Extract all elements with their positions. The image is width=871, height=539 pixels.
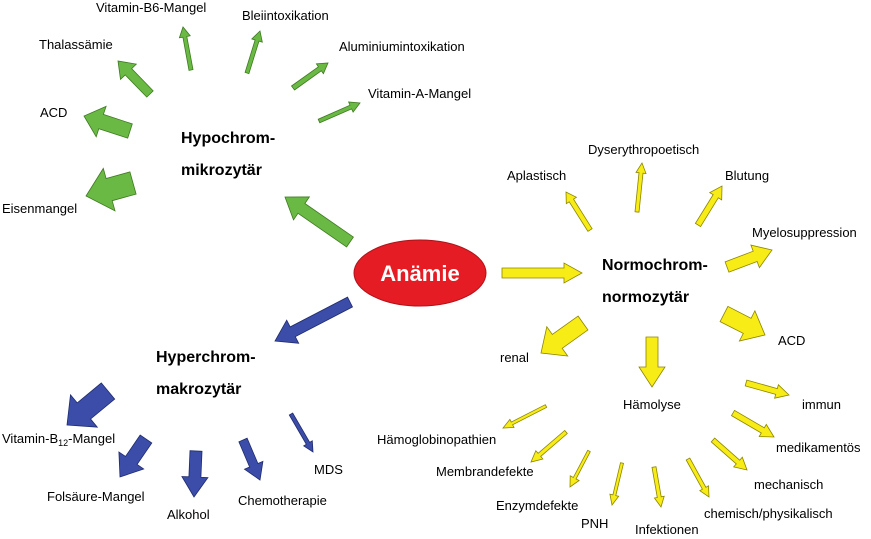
- arrow-acd-normochrom: [719, 305, 766, 342]
- arrow-haemolyse: [638, 336, 666, 388]
- arrow-thalassaemie: [117, 60, 154, 98]
- label-alkohol: Alkohol: [167, 507, 210, 522]
- label-vitamin-b6-mangel: Vitamin-B6-Mangel: [96, 0, 206, 15]
- label-blutung: Blutung: [725, 168, 769, 183]
- arrow-eisenmangel: [85, 167, 137, 212]
- label-folsaeure-mangel: Folsäure-Mangel: [47, 489, 145, 504]
- arrow-aluminiumintoxikation: [290, 62, 329, 91]
- label-immun: immun: [802, 397, 841, 412]
- arrow-renal: [540, 315, 589, 357]
- hypochrom-title-line1: Hypochrom-: [181, 130, 275, 147]
- label-aluminiumintoxikation: Aluminiumintoxikation: [339, 39, 465, 54]
- arrow-aplastisch: [565, 191, 593, 232]
- arrow-layer: [66, 26, 790, 508]
- arrow-mds: [288, 412, 314, 453]
- hyperchrom-title-line2: makrozytär: [156, 381, 241, 398]
- arrow-haemoglobinopathien: [502, 404, 548, 429]
- label-thalassaemie: Thalassämie: [39, 37, 113, 52]
- label-medikamentoes: medikamentös: [776, 440, 861, 455]
- center-ellipse: [353, 239, 487, 307]
- arrow-myelosuppression: [724, 244, 773, 273]
- label-haemolyse: Hämolyse: [623, 397, 681, 412]
- center-label: Anämie: [380, 261, 459, 286]
- label-dyserythropoetisch: Dyserythropoetisch: [588, 142, 699, 157]
- label-vitamin-a-mangel: Vitamin-A-Mangel: [368, 86, 471, 101]
- label-pnh: PNH: [581, 516, 608, 531]
- arrow-blutung: [694, 185, 723, 228]
- hyperchrom-title-line1: Hyperchrom-: [156, 349, 256, 366]
- arrow-folsaeure: [118, 434, 153, 478]
- arrow-pnh: [609, 462, 624, 506]
- label-mds: MDS: [314, 462, 343, 477]
- label-chemotherapie: Chemotherapie: [238, 493, 327, 508]
- arrow-vitamin-a: [317, 101, 361, 124]
- arrow-medikamentoes: [730, 409, 775, 438]
- arrow-vitamin-b6: [178, 26, 194, 71]
- label-bleiintoxikation: Bleiintoxikation: [242, 8, 329, 23]
- label-acd-normochrom: ACD: [778, 333, 805, 348]
- label-vitamin-b12-mangel: Vitamin-B12-Mangel: [2, 431, 115, 448]
- label-eisenmangel: Eisenmangel: [2, 201, 77, 216]
- label-mechanisch: mechanisch: [754, 477, 823, 492]
- arrow-acd-hypochrom: [83, 105, 133, 139]
- label-chemisch-physikalisch: chemisch/physikalisch: [704, 506, 833, 521]
- arrow-to-normochrom: [501, 262, 583, 284]
- hypochrom-title-line2: mikrozytär: [181, 162, 262, 179]
- arrow-chemotherapie: [238, 437, 264, 481]
- label-membrandefekte: Membrandefekte: [436, 464, 534, 479]
- arrow-mechanisch: [710, 437, 748, 471]
- label-haemoglobinopathien: Hämoglobinopathien: [377, 432, 496, 447]
- arrow-enzymdefekte: [569, 449, 591, 488]
- arrow-vitamin-b12: [66, 382, 116, 428]
- arrow-to-hypochrom: [284, 196, 354, 248]
- normochrom-title-line2: normozytär: [602, 289, 689, 306]
- label-infektionen: Infektionen: [635, 522, 699, 537]
- arrow-membrandefekte: [530, 429, 568, 463]
- arrow-to-hyperchrom: [274, 296, 354, 344]
- arrow-bleiintoxikation: [244, 30, 263, 75]
- arrow-immun: [744, 379, 790, 399]
- label-enzymdefekte: Enzymdefekte: [496, 498, 578, 513]
- label-renal: renal: [500, 350, 529, 365]
- arrow-chemisch-physikalisch: [685, 457, 710, 498]
- normochrom-title-line1: Normochrom-: [602, 257, 708, 274]
- label-acd-hypochrom: ACD: [40, 105, 67, 120]
- arrow-dyserythropoetisch: [634, 162, 647, 213]
- arrow-infektionen: [651, 466, 665, 508]
- label-myelosuppression: Myelosuppression: [752, 225, 857, 240]
- arrow-alkohol: [181, 450, 209, 498]
- label-aplastisch: Aplastisch: [507, 168, 566, 183]
